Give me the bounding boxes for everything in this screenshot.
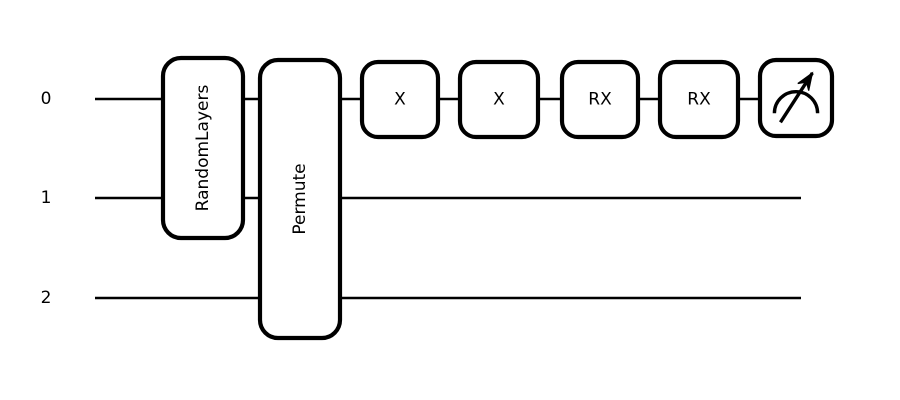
measurement-gate[interactable] bbox=[757, 57, 835, 139]
gate-label-rx-gate-1: RX bbox=[588, 90, 612, 110]
gate-box-x-gate-1 bbox=[359, 59, 441, 140]
gate-label-x-gate-2: X bbox=[493, 90, 505, 110]
meter-arrowhead bbox=[797, 71, 814, 91]
gate-box-rx-gate-2 bbox=[657, 59, 741, 140]
gate-rx-gate-1[interactable]: RX bbox=[559, 59, 641, 140]
gate-x-gate-2[interactable]: X bbox=[457, 59, 541, 140]
gate-x-gate-1[interactable]: X bbox=[359, 59, 441, 140]
wire-label-2: 2 bbox=[41, 288, 52, 308]
gate-rx-gate-2[interactable]: RX bbox=[657, 59, 741, 140]
gate-label-permute: Permute bbox=[290, 163, 310, 234]
wire-lines-group bbox=[95, 97, 801, 300]
meter-arc bbox=[772, 89, 820, 114]
gate-box-randomlayers bbox=[160, 55, 246, 241]
gate-box-permute bbox=[257, 57, 343, 341]
gate-permute[interactable]: Permute bbox=[257, 57, 343, 341]
gate-box-x-gate-2 bbox=[457, 59, 541, 140]
gate-label-x-gate-1: X bbox=[394, 90, 406, 110]
wire-label-1: 1 bbox=[41, 188, 52, 208]
wire-label-0: 0 bbox=[41, 89, 52, 109]
wire-labels-group: 0 1 2 bbox=[41, 89, 52, 308]
gate-box-rx-gate-1 bbox=[559, 59, 641, 140]
gate-randomlayers[interactable]: RandomLayers bbox=[160, 55, 246, 241]
gate-label-rx-gate-2: RX bbox=[687, 90, 711, 110]
measurement-meter-icon bbox=[772, 71, 820, 124]
gate-label-randomlayers: RandomLayers bbox=[193, 85, 213, 212]
